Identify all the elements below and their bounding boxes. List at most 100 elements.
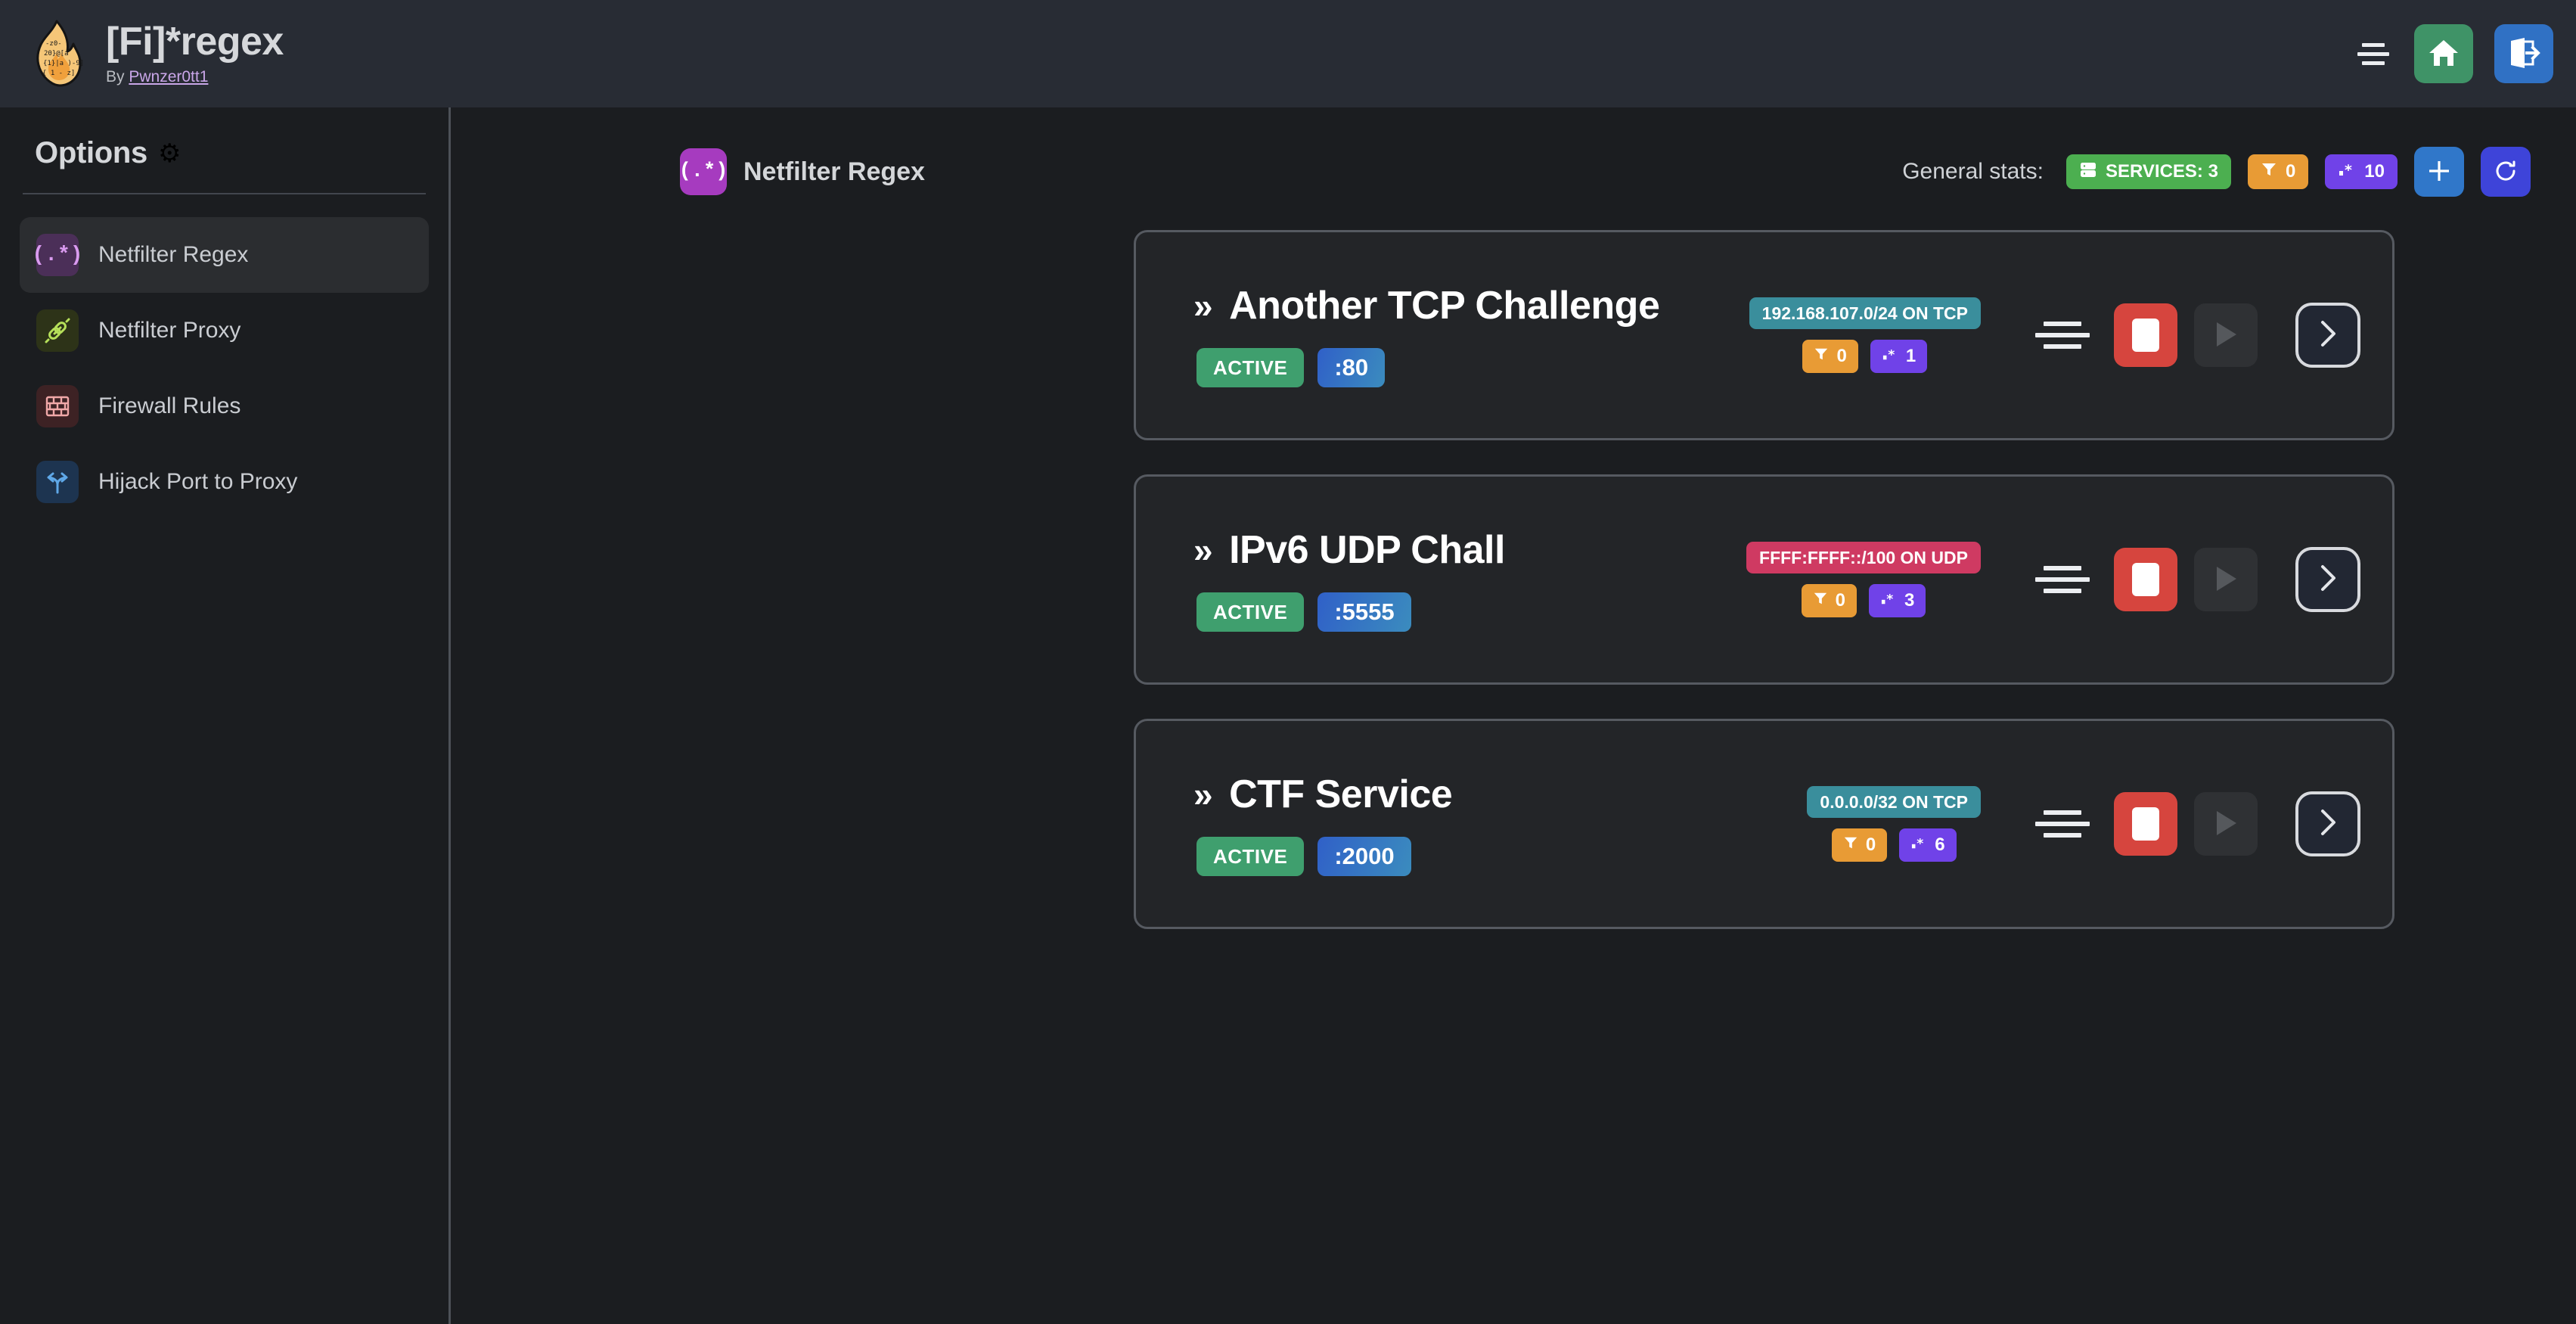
svg-text:*: * — [1888, 347, 1895, 362]
server-icon — [2079, 160, 2097, 184]
stop-button[interactable] — [2114, 792, 2177, 856]
network-block: 192.168.107.0/24 ON TCP 0 * 1 — [1749, 297, 1981, 373]
svg-text:*: * — [1886, 592, 1893, 606]
author-link[interactable]: Pwnzer0tt1 — [129, 67, 209, 85]
regex-dot-star-icon: * — [1882, 346, 1898, 367]
plus-icon — [2426, 158, 2452, 186]
service-name: CTF Service — [1229, 772, 1453, 816]
stop-icon — [2132, 807, 2159, 841]
regex-dot-star-icon: * — [2338, 161, 2356, 183]
sidebar-item-label: Netfilter Proxy — [98, 318, 241, 343]
service-regexes-value: 3 — [1904, 590, 1915, 611]
play-button[interactable] — [2194, 548, 2258, 611]
service-name: Another TCP Challenge — [1229, 284, 1660, 328]
svg-text:20}@[a: 20}@[a — [44, 50, 69, 57]
service-filters-badge: 0 — [1801, 584, 1857, 617]
service-card[interactable]: » IPv6 UDP Chall ACTIVE :5555 FFFF:FFFF:… — [1134, 474, 2394, 685]
status-badge: ACTIVE — [1196, 837, 1305, 876]
home-icon — [2428, 38, 2460, 70]
hamburger-menu-icon[interactable] — [2354, 37, 2393, 70]
open-service-button[interactable] — [2295, 547, 2360, 612]
add-service-button[interactable] — [2414, 147, 2464, 197]
drag-handle-icon[interactable] — [2028, 553, 2097, 606]
network-block: FFFF:FFFF::/100 ON UDP 0 * 3 — [1746, 542, 1981, 617]
svg-text:-z0-: -z0- — [45, 40, 62, 48]
sidebar-item-label: Hijack Port to Proxy — [98, 469, 298, 494]
chevron-right-icon — [2315, 562, 2341, 598]
sidebar-item-hijack-port-to-proxy[interactable]: Hijack Port to Proxy — [20, 444, 429, 520]
stop-icon — [2132, 319, 2159, 352]
handle-bar — [2035, 577, 2090, 582]
stat-filters-badge: 0 — [2247, 154, 2309, 189]
drag-handle-icon[interactable] — [2028, 309, 2097, 362]
main-content: (.*) Netfilter Regex General stats: SERV… — [453, 107, 2576, 1324]
double-chevron-icon: » — [1193, 286, 1213, 325]
sidebar-item-netfilter-regex[interactable]: (.*) Netfilter Regex — [20, 217, 429, 293]
by-prefix: By — [106, 67, 129, 85]
service-filters-value: 0 — [1835, 590, 1845, 611]
stat-filters-value: 0 — [2285, 161, 2296, 182]
svg-text:*: * — [2345, 162, 2352, 178]
service-filters-badge: 0 — [1802, 340, 1858, 373]
handle-bar — [2035, 333, 2090, 337]
play-icon — [2213, 320, 2239, 351]
network-counters: 0 * 6 — [1831, 828, 1957, 862]
service-card[interactable]: » Another TCP Challenge ACTIVE :80 192.1… — [1134, 230, 2394, 440]
funnel-icon — [2261, 161, 2277, 183]
refresh-button[interactable] — [2481, 147, 2531, 197]
route-split-icon — [36, 461, 79, 503]
network-counters: 0 * 3 — [1801, 584, 1926, 617]
stop-button[interactable] — [2114, 548, 2177, 611]
app-title: [Fi]*regex — [106, 19, 284, 64]
main-header: (.*) Netfilter Regex General stats: SERV… — [679, 145, 2531, 198]
handle-bar — [2035, 822, 2090, 826]
sidebar-item-netfilter-proxy[interactable]: Netfilter Proxy — [20, 293, 429, 368]
brick-wall-icon — [36, 385, 79, 427]
home-button[interactable] — [2414, 24, 2473, 83]
network-block: 0.0.0.0/32 ON TCP 0 * 6 — [1807, 786, 1981, 862]
play-button[interactable] — [2194, 792, 2258, 856]
service-name: IPv6 UDP Chall — [1229, 528, 1505, 572]
stat-regexes-badge: * 10 — [2325, 154, 2398, 189]
sidebar-nav: (.*) Netfilter Regex Netfilter Proxy — [20, 217, 429, 520]
logout-icon — [2507, 37, 2540, 71]
service-title-row: » Another TCP Challenge — [1193, 283, 1660, 328]
sidebar: Options ⚙ (.*) Netfilter Regex Netfilter… — [0, 107, 451, 1324]
svg-text:{ 1 - z]: { 1 - z] — [42, 70, 75, 77]
funnel-icon — [1843, 834, 1858, 856]
network-badge: 0.0.0.0/32 ON TCP — [1807, 786, 1981, 818]
service-filters-badge: 0 — [1831, 828, 1888, 862]
open-service-button[interactable] — [2295, 791, 2360, 856]
play-button[interactable] — [2194, 303, 2258, 367]
network-badge: 192.168.107.0/24 ON TCP — [1749, 297, 1981, 329]
svg-text:{1}|a )-9]: {1}|a )-9] — [43, 60, 84, 67]
sidebar-item-firewall-rules[interactable]: Firewall Rules — [20, 368, 429, 444]
service-badges: ACTIVE :2000 — [1193, 837, 1452, 876]
port-badge: :5555 — [1317, 592, 1411, 632]
stop-button[interactable] — [2114, 303, 2177, 367]
double-chevron-icon: » — [1193, 775, 1213, 814]
port-badge: :80 — [1317, 348, 1386, 387]
stop-icon — [2132, 563, 2159, 596]
service-title-row: » IPv6 UDP Chall — [1193, 527, 1505, 573]
sidebar-divider — [23, 193, 426, 194]
top-bar: -z0- 20}@[a {1}|a )-9] { 1 - z] [Fi]*reg… — [0, 0, 2576, 107]
service-regexes-value: 1 — [1905, 346, 1916, 366]
service-info: » IPv6 UDP Chall ACTIVE :5555 — [1193, 527, 1505, 632]
page-title: Netfilter Regex — [743, 157, 925, 186]
stat-services-badge: SERVICES: 3 — [2065, 154, 2231, 189]
refresh-icon — [2494, 159, 2518, 185]
general-stats-label: General stats: — [1902, 159, 2044, 184]
plug-connector-icon — [36, 309, 79, 352]
service-actions: 0.0.0.0/32 ON TCP 0 * 6 — [1807, 786, 2360, 862]
open-service-button[interactable] — [2295, 303, 2360, 368]
flame-logo: -z0- 20}@[a {1}|a )-9] { 1 - z] — [26, 20, 86, 88]
svg-text:*: * — [1916, 836, 1923, 850]
service-card[interactable]: » CTF Service ACTIVE :2000 0.0.0.0/32 ON… — [1134, 719, 2394, 929]
handle-bar — [2044, 833, 2081, 838]
service-badges: ACTIVE :5555 — [1193, 592, 1505, 632]
drag-handle-icon[interactable] — [2028, 797, 2097, 850]
sidebar-item-label: Netfilter Regex — [98, 242, 249, 267]
logout-button[interactable] — [2494, 24, 2553, 83]
chevron-right-icon — [2315, 318, 2341, 353]
